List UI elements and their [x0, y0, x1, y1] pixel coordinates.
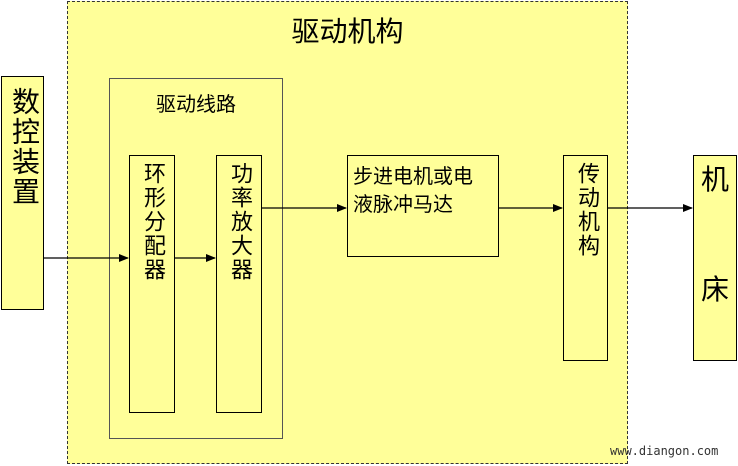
machine-tool-label-bottom: 床 [701, 273, 730, 306]
stepper-motor-label: 步进电机或电 液脉冲马达 [353, 162, 473, 218]
ring-distributor-label: 环形分配器 [140, 162, 165, 282]
stepper-motor-line2: 液脉冲马达 [353, 192, 453, 216]
numeric-control-device-label: 数控装置 [8, 87, 41, 207]
machine-tool-label-top: 机 [701, 163, 730, 196]
numeric-control-device-block: 数控装置 [1, 76, 44, 310]
power-amplifier-block: 功率放大器 [216, 155, 262, 413]
transmission-block: 传动机构 [563, 155, 608, 361]
transmission-label: 传动机构 [574, 162, 599, 258]
power-amplifier-label: 功率放大器 [227, 162, 252, 282]
ring-distributor-block: 环形分配器 [129, 155, 175, 413]
stepper-motor-block: 步进电机或电 液脉冲马达 [347, 155, 499, 257]
drive-circuit-label: 驱动线路 [156, 92, 236, 116]
machine-tool-block: 机 床 [693, 155, 737, 361]
diagram-title: 驱动机构 [291, 15, 404, 48]
stepper-motor-line1: 步进电机或电 [353, 164, 473, 188]
watermark-text: www.diangon.com [610, 444, 719, 458]
